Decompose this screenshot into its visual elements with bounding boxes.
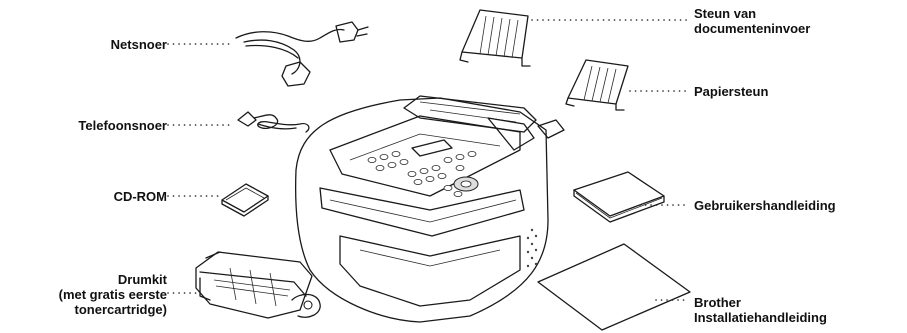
label-netsnoer: Netsnoer <box>111 37 167 52</box>
phone-cord-illustration <box>238 112 309 132</box>
label-telefoonsnoer: Telefoonsnoer <box>78 118 167 133</box>
user-manual-illustration <box>574 172 664 222</box>
label-brother-line2: Installatiehandleiding <box>694 310 827 325</box>
cdrom-illustration <box>222 184 268 216</box>
label-drumkit: Drumkit (met gratis eerste tonercartridg… <box>59 272 167 317</box>
fax-machine-illustration <box>296 96 564 322</box>
label-steun-line1: Steun van <box>694 6 810 21</box>
label-drumkit-line3: tonercartridge) <box>59 302 167 317</box>
label-steun-line2: documenteninvoer <box>694 21 810 36</box>
label-gebruikershandleiding: Gebruikershandleiding <box>694 198 836 213</box>
label-drumkit-line2: (met gratis eerste <box>59 287 167 302</box>
paper-support-illustration <box>566 60 628 110</box>
label-papiersteun: Papiersteun <box>694 84 768 99</box>
label-brother-line1: Brother <box>694 295 827 310</box>
leader-lines <box>168 20 688 300</box>
label-cdrom: CD-ROM <box>114 189 167 204</box>
label-brother-installatiehandleiding: Brother Installatiehandleiding <box>694 295 827 325</box>
label-steun-documenteninvoer: Steun van documenteninvoer <box>694 6 810 36</box>
installation-guide-illustration <box>538 244 690 330</box>
power-cord-illustration <box>236 22 368 86</box>
label-drumkit-line1: Drumkit <box>59 272 167 287</box>
document-support-illustration <box>460 10 530 66</box>
drumkit-illustration <box>196 252 320 318</box>
